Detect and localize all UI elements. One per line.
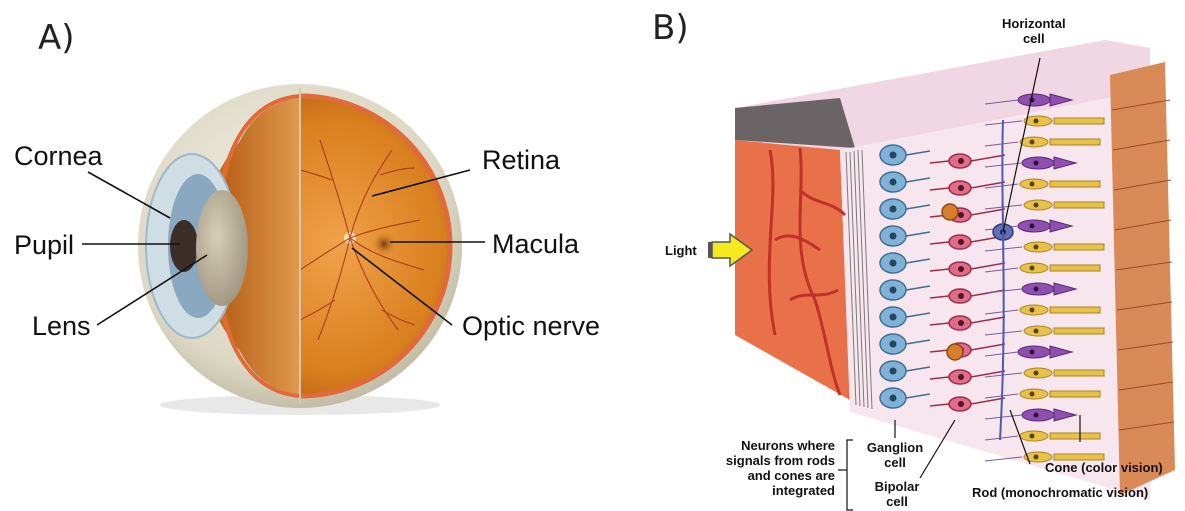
bipolar-nucleus (958, 212, 964, 218)
cone-nucleus (1034, 413, 1039, 418)
cone-label: Cone (color vision) (1045, 460, 1163, 475)
rod-nucleus (1034, 455, 1039, 460)
bipolar-nucleus (958, 374, 964, 380)
horizontal-cell-line2: cell (1002, 31, 1066, 46)
bipolar-cell-label: Bipolar cell (862, 479, 932, 509)
retina-label: Retina (482, 145, 560, 176)
light-arrow-tail (708, 242, 712, 258)
ganglion-nucleus (890, 314, 897, 321)
bipolar-nucleus (958, 320, 964, 326)
ganglion-nucleus (890, 395, 897, 402)
ganglion-line2: cell (860, 455, 930, 470)
lens-shape (196, 190, 248, 306)
rod-nucleus (1034, 371, 1039, 376)
rod-outer-segment (1050, 307, 1100, 313)
bipolar-nucleus (958, 158, 964, 164)
macula-spot (372, 232, 396, 256)
bipolar-nucleus (958, 401, 964, 407)
rod-outer-segment (1054, 202, 1104, 208)
pupil-label: Pupil (14, 230, 74, 261)
rod-nucleus (1030, 266, 1035, 271)
macula-label: Macula (492, 229, 579, 260)
neurons-line1: Neurons where (680, 438, 835, 453)
bipolar-nucleus (958, 185, 964, 191)
rod-nucleus (1034, 203, 1039, 208)
ganglion-nucleus (890, 341, 897, 348)
amacrine-cell (947, 344, 963, 360)
rod-outer-segment (1050, 391, 1100, 397)
bipolar-nucleus (958, 293, 964, 299)
lens-label: Lens (32, 311, 91, 342)
ganglion-nucleus (890, 260, 897, 267)
cone-nucleus (1030, 224, 1035, 229)
neurons-line2: signals from rods (680, 453, 835, 468)
horizontal-cell-label: Horizontal cell (1002, 16, 1066, 46)
cornea-label: Cornea (14, 141, 103, 172)
rod-outer-segment (1050, 433, 1100, 439)
rod-outer-segment (1050, 139, 1100, 145)
rod-outer-segment (1054, 118, 1104, 124)
amacrine-cell (942, 204, 958, 220)
rod-nucleus (1030, 392, 1035, 397)
ganglion-nucleus (890, 152, 897, 159)
optic-nerve-label: Optic nerve (462, 311, 600, 342)
bipolar-line2: cell (862, 494, 932, 509)
ganglion-nucleus (890, 287, 897, 294)
rod-outer-segment (1054, 244, 1104, 250)
ganglion-nucleus (890, 368, 897, 375)
vessel-layer (735, 140, 850, 400)
rod-nucleus (1034, 119, 1039, 124)
rod-outer-segment (1054, 370, 1104, 376)
rod-nucleus (1030, 140, 1035, 145)
ganglion-nucleus (890, 206, 897, 213)
cone-nucleus (1034, 161, 1039, 166)
neurons-line3: and cones are (680, 468, 835, 483)
rod-nucleus (1034, 329, 1039, 334)
rod-nucleus (1030, 308, 1035, 313)
bipolar-nucleus (958, 239, 964, 245)
rod-outer-segment (1050, 181, 1100, 187)
neurons-line4: integrated (680, 483, 835, 498)
cone-nucleus (1030, 350, 1035, 355)
ganglion-nucleus (890, 179, 897, 186)
rod-nucleus (1030, 182, 1035, 187)
bipolar-line1: Bipolar (862, 479, 932, 494)
cone-nucleus (1034, 287, 1039, 292)
rod-label: Rod (monochromatic vision) (972, 485, 1148, 500)
rod-nucleus (1034, 245, 1039, 250)
ganglion-cell-label: Ganglion cell (860, 440, 930, 470)
rod-outer-segment (1054, 328, 1104, 334)
rod-outer-segment (1050, 265, 1100, 271)
ganglion-nucleus (890, 233, 897, 240)
light-label: Light (665, 243, 697, 258)
rod-nucleus (1030, 434, 1035, 439)
horizontal-cell-line1: Horizontal (1002, 16, 1066, 31)
bipolar-nucleus (958, 266, 964, 272)
ganglion-line1: Ganglion (860, 440, 930, 455)
neurons-integrated-label: Neurons where signals from rods and cone… (680, 438, 835, 498)
